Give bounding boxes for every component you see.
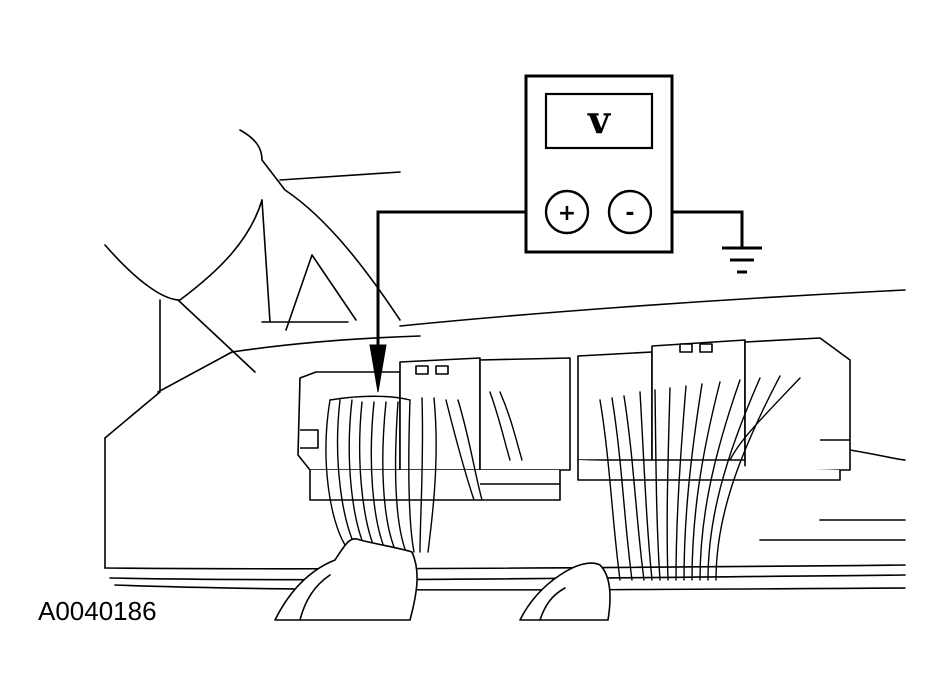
positive-terminal bbox=[544, 189, 590, 235]
negative-terminal-label: - bbox=[625, 201, 634, 226]
positive-terminal-label: + bbox=[558, 201, 576, 226]
wire-bundle-left bbox=[325, 391, 523, 553]
test-lead-negative bbox=[652, 210, 744, 247]
meter-display-symbol: v bbox=[587, 97, 612, 142]
test-lead-positive bbox=[376, 210, 545, 355]
meter-display bbox=[544, 92, 654, 150]
wire-bundle-right bbox=[599, 375, 801, 581]
left-connector bbox=[297, 357, 571, 501]
ground-symbol-icon bbox=[722, 246, 762, 274]
hands-sketch bbox=[274, 538, 611, 621]
negative-terminal bbox=[607, 189, 653, 235]
multimeter-icon: v + - bbox=[524, 74, 674, 254]
probe-arrow-icon bbox=[369, 344, 387, 393]
figure-id-label: A0040186 bbox=[38, 596, 157, 626]
vehicle-panel-sketch bbox=[104, 129, 906, 591]
